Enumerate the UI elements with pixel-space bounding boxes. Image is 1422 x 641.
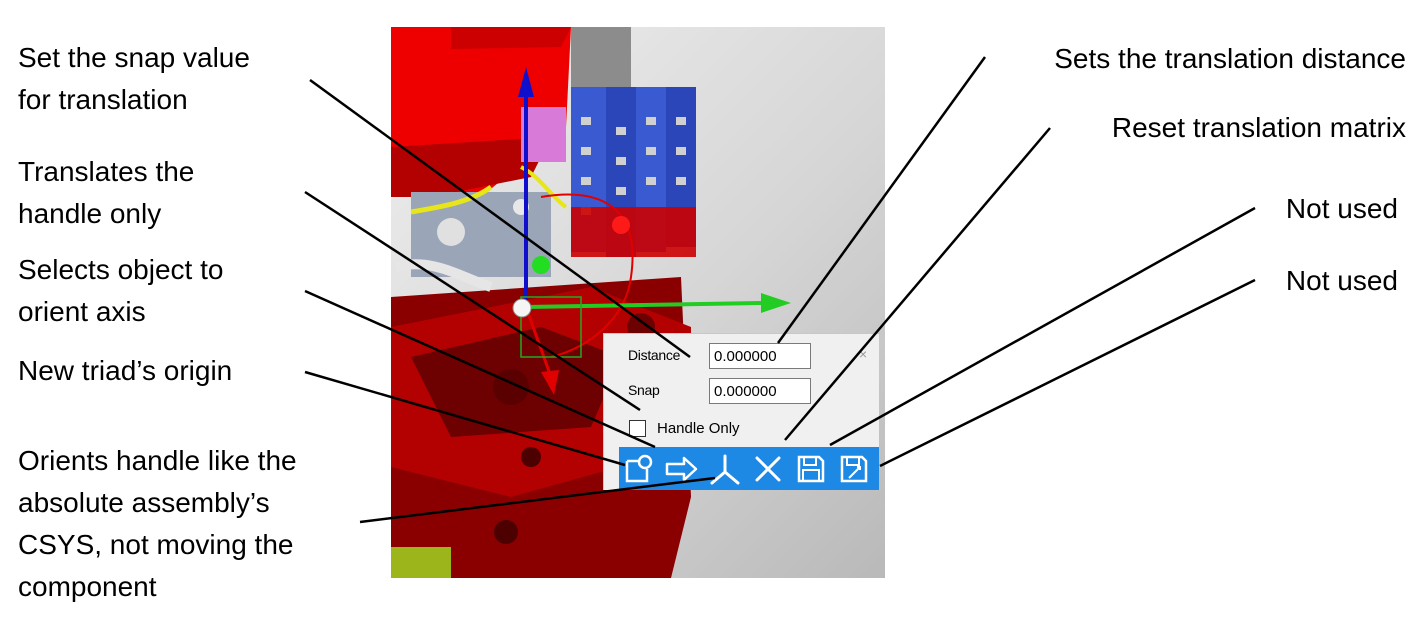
callout-handle-only: Translates the handle only <box>18 156 195 229</box>
translation-panel: Distance × Snap Handle Only <box>603 333 879 490</box>
translation-toolbar <box>619 447 879 490</box>
snap-label: Snap <box>628 382 660 398</box>
callout-not-used-1: Not used <box>1285 193 1398 224</box>
handle-only-label: Handle Only <box>657 420 740 437</box>
distance-label: Distance <box>628 347 681 363</box>
handle-only-checkbox[interactable] <box>629 420 646 437</box>
cad-model-render <box>391 27 791 578</box>
save-as-button[interactable] <box>836 447 871 490</box>
callout-selects-object: Selects object to orient axis <box>18 254 224 327</box>
select-object-icon <box>626 454 653 482</box>
callout-snap-value: Set the snap value for translation <box>18 42 250 115</box>
reset-matrix-button[interactable] <box>750 447 785 490</box>
callout-reset-matrix: Reset translation matrix <box>1111 112 1406 143</box>
save-as-icon <box>840 455 867 482</box>
distance-input[interactable] <box>709 343 811 369</box>
triad-origin-button[interactable] <box>708 447 743 490</box>
callout-orients-handle: Orients handle like the absolute assembl… <box>18 445 297 602</box>
reset-x-icon <box>755 456 781 481</box>
triad-origin-icon <box>710 454 740 484</box>
translate-handle-button[interactable] <box>665 447 700 490</box>
cad-viewport[interactable] <box>391 27 885 578</box>
snap-input[interactable] <box>709 378 811 404</box>
callout-new-origin: New triad’s origin <box>18 355 233 386</box>
callout-translation-distance: Sets the translation distance <box>1054 43 1406 74</box>
callout-not-used-2: Not used <box>1285 265 1398 296</box>
select-object-button[interactable] <box>622 447 657 490</box>
arrow-right-icon <box>665 456 698 481</box>
save-button[interactable] <box>793 447 828 490</box>
save-icon <box>797 455 824 482</box>
close-icon[interactable]: × <box>859 346 868 362</box>
